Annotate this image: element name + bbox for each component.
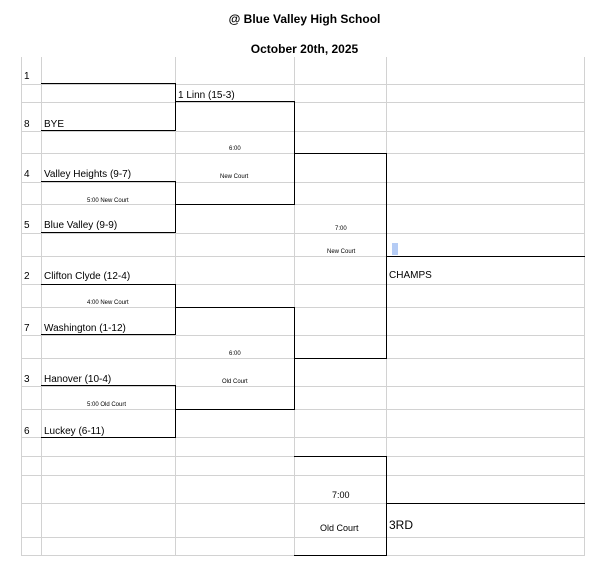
team-luckey: Luckey (6-11) xyxy=(44,426,105,437)
team-clifton-clyde: Clifton Clyde (12-4) xyxy=(44,271,131,282)
final-time: 7:00 xyxy=(335,226,347,232)
venue-title: @ Blue Valley High School xyxy=(228,12,381,26)
game-time: 4:00 New Court xyxy=(87,300,129,306)
team-bye: BYE xyxy=(44,119,65,130)
champs-label: CHAMPS xyxy=(389,270,432,281)
seed-8: 8 xyxy=(24,119,30,130)
semifinal-time: 6:00 xyxy=(229,146,241,152)
selected-cell-highlight xyxy=(392,243,398,255)
third-place-court: Old Court xyxy=(320,523,359,533)
final-court: New Court xyxy=(327,249,356,255)
game-time: 5:00 Old Court xyxy=(87,402,127,408)
semifinal-time: 6:00 xyxy=(229,351,241,357)
team-hanover: Hanover (10-4) xyxy=(44,374,112,385)
semifinal-court: New Court xyxy=(220,174,249,180)
game-time: 5:00 New Court xyxy=(87,198,129,204)
semifinal-court: Old Court xyxy=(222,379,248,385)
seed-4: 4 xyxy=(24,169,30,180)
team-linn: 1 Linn (15-3) xyxy=(178,90,235,101)
seed-2: 2 xyxy=(24,271,30,282)
date-title: October 20th, 2025 xyxy=(250,42,359,56)
seed-6: 6 xyxy=(24,426,30,437)
seed-5: 5 xyxy=(24,220,30,231)
team-blue-valley: Blue Valley (9-9) xyxy=(44,220,118,231)
team-valley-heights: Valley Heights (9-7) xyxy=(44,169,132,180)
seed-7: 7 xyxy=(24,323,30,334)
third-place-label: 3RD xyxy=(389,518,414,532)
seed-3: 3 xyxy=(24,374,30,385)
team-washington: Washington (1-12) xyxy=(44,323,126,334)
seed-1: 1 xyxy=(24,71,30,82)
third-place-time: 7:00 xyxy=(332,490,350,500)
